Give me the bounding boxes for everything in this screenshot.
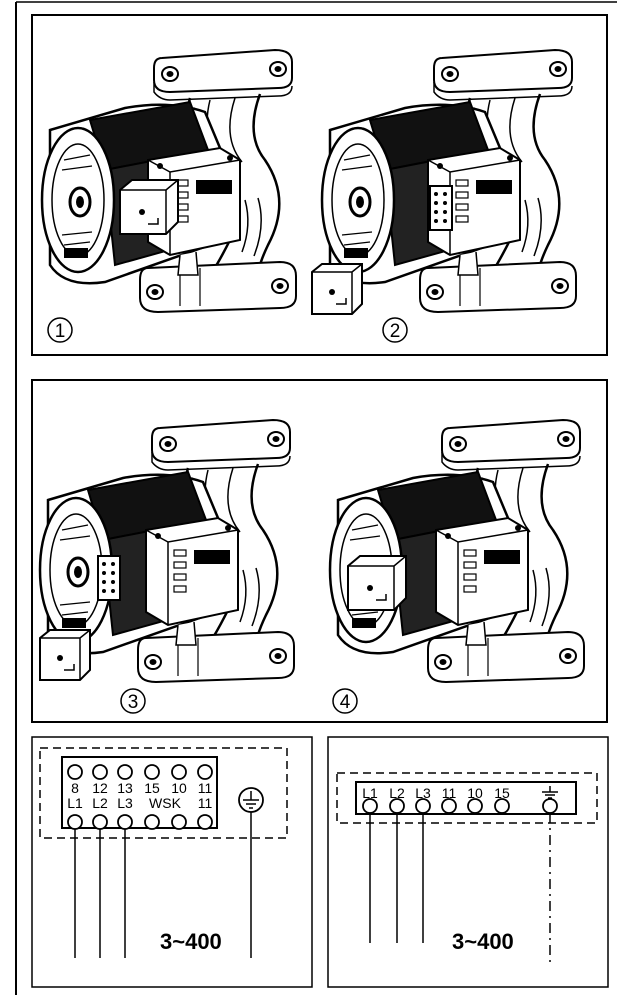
- step-2-label: 2: [390, 321, 401, 342]
- ground-symbol-left: [238, 787, 264, 813]
- removed-cover-cap: [311, 263, 363, 315]
- terminal-top-labels-left: 8 12 13 15 10 11: [71, 780, 212, 796]
- svg-text:L2: L2: [389, 785, 405, 801]
- svg-text:12: 12: [92, 780, 108, 796]
- step-3-marker: [120, 688, 146, 714]
- voltage-label-right: 3~400: [452, 929, 514, 954]
- terminal-circles-right: [362, 798, 558, 814]
- svg-text:8: 8: [71, 780, 79, 796]
- svg-text:15: 15: [144, 780, 160, 796]
- terminal-box-outline-right: [336, 772, 598, 824]
- wiring-diagram-right: [327, 736, 609, 988]
- svg-text:11: 11: [198, 780, 213, 796]
- terminal-bottom-labels-left: L1 L2 L3 WSK 11: [67, 795, 212, 811]
- step-4-marker: [332, 688, 358, 714]
- step-2-marker: [382, 317, 408, 343]
- svg-text:10: 10: [171, 780, 187, 796]
- svg-text:L3: L3: [415, 785, 431, 801]
- svg-text:10: 10: [467, 785, 483, 801]
- supply-wires-left: [74, 812, 252, 958]
- terminal-top-circles-left: [67, 764, 213, 780]
- supply-wires-right: [369, 813, 551, 962]
- svg-text:L1: L1: [67, 795, 83, 811]
- step-1-label: 1: [55, 321, 66, 342]
- svg-text:L3: L3: [117, 795, 133, 811]
- step-3-label: 3: [128, 692, 139, 713]
- step-4-label: 4: [340, 692, 351, 713]
- svg-text:L2: L2: [92, 795, 108, 811]
- svg-text:L1: L1: [362, 785, 378, 801]
- terminal-labels-right: L1 L2 L3 11 10 15: [362, 785, 510, 801]
- svg-text:15: 15: [494, 785, 510, 801]
- svg-text:11: 11: [442, 785, 457, 801]
- svg-text:WSK: WSK: [149, 795, 182, 811]
- voltage-label-left: 3~400: [160, 929, 222, 954]
- terminal-box-outline-left: [39, 747, 288, 839]
- terminal-block-left: [61, 756, 218, 829]
- ground-symbol-right: [542, 786, 558, 799]
- terminal-bottom-circles-left: [67, 814, 213, 830]
- svg-text:13: 13: [117, 780, 133, 796]
- svg-text:11: 11: [198, 795, 213, 811]
- removed-cover-cap-3: [39, 629, 91, 681]
- step-1-marker: [47, 317, 73, 343]
